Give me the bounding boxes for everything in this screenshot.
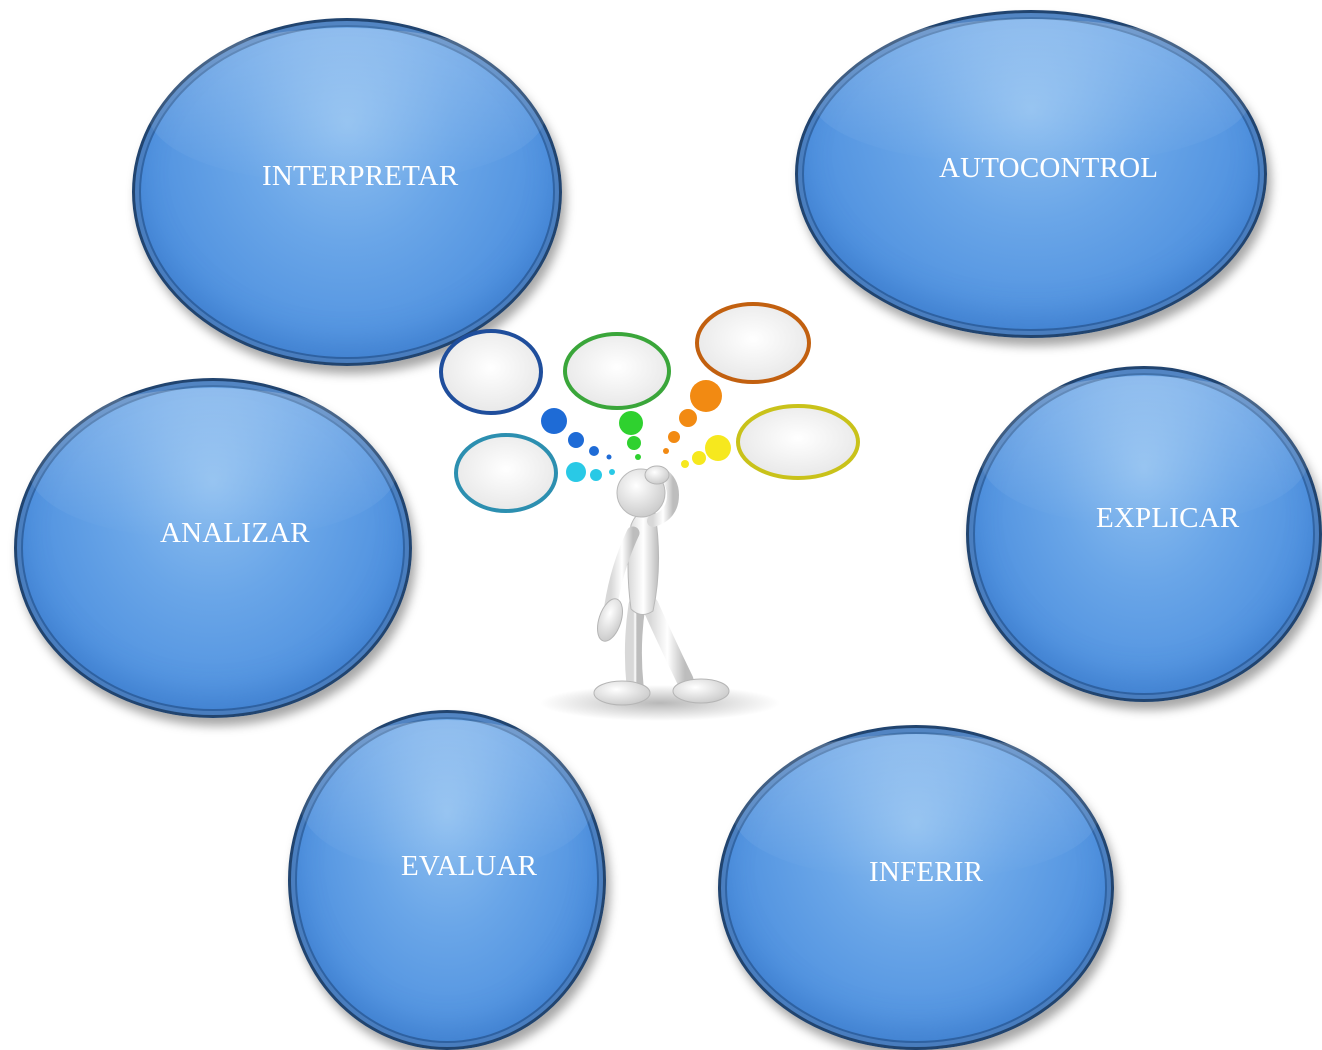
dot-yellow-medium [692, 451, 706, 465]
node-label-evaluar: EVALUAR [401, 850, 538, 882]
dot-orange-tiny [663, 448, 669, 454]
node-label-autocontrol: AUTOCONTROL [939, 152, 1159, 184]
node-explicar: EXPLICAR [966, 366, 1322, 702]
node-autocontrol: AUTOCONTROL [795, 10, 1267, 338]
bubble-green [563, 332, 671, 410]
dot-green-large [619, 411, 643, 435]
node-inferir: INFERIR [718, 725, 1114, 1050]
node-analizar: ANALIZAR [14, 378, 412, 718]
figure-shadow [540, 685, 780, 721]
thought-dots [541, 380, 731, 482]
node-label-explicar: EXPLICAR [1096, 502, 1240, 534]
dot-orange-large [690, 380, 722, 412]
node-label-analizar: ANALIZAR [160, 517, 310, 549]
dot-blue-small [589, 446, 599, 456]
thought-bubbles [439, 302, 860, 513]
bubble-orange [695, 302, 811, 384]
node-label-inferir: INFERIR [869, 856, 984, 888]
figure [593, 465, 730, 706]
dot-blue-medium [568, 432, 584, 448]
dot-cyan-small [609, 469, 615, 475]
dot-orange-medium [679, 409, 697, 427]
bubble-blue [439, 329, 543, 415]
dot-blue-large [541, 408, 567, 434]
dot-green-small [635, 454, 641, 460]
node-label-interpretar: INTERPRETAR [262, 160, 459, 192]
dot-blue-tiny [606, 454, 612, 460]
node-evaluar: EVALUAR [288, 710, 606, 1050]
bubble-cyan [454, 433, 558, 513]
dot-green-medium [627, 436, 641, 450]
bubble-yellow [736, 404, 860, 480]
dot-yellow-small [681, 460, 689, 468]
thinking-figure-icon [439, 302, 860, 721]
dot-orange-small [668, 431, 680, 443]
dot-cyan-medium [590, 469, 602, 481]
dot-yellow-large [705, 435, 731, 461]
dot-cyan-large [566, 462, 586, 482]
